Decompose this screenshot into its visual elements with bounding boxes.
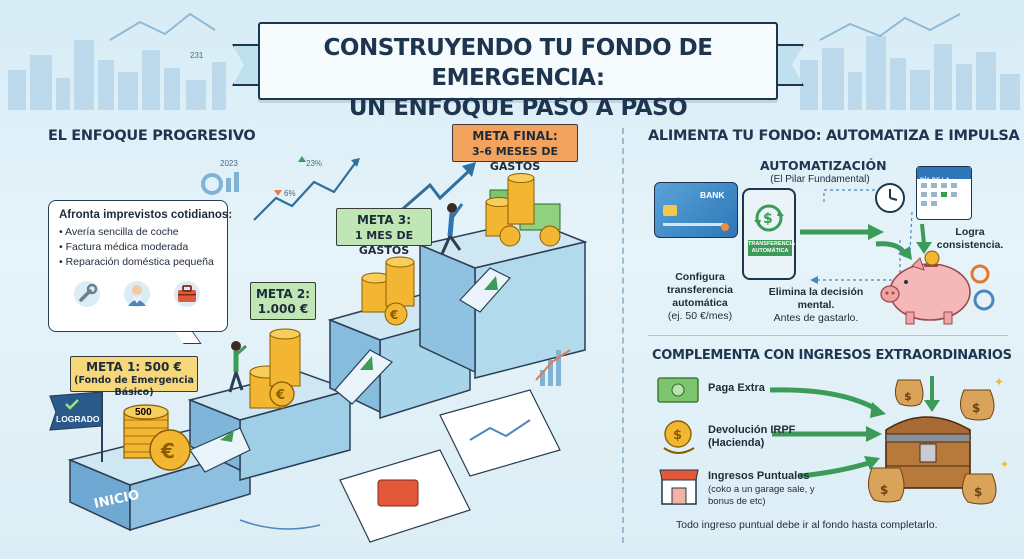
meta-2-subtitle: 1.000 € (257, 302, 309, 316)
svg-text:$: $ (972, 401, 980, 415)
staircase-illustration: LOGRADO INICIO 500 € € € (49, 162, 588, 543)
callout-item: Reparación doméstica pequeña (59, 255, 217, 270)
svg-text:€: € (160, 439, 175, 463)
store-icon (659, 469, 699, 505)
svg-text:€: € (389, 308, 398, 322)
mini-growth-chart: 2023 23% 6% (201, 156, 360, 221)
callout-list: Avería sencilla de coche Factura médica … (59, 225, 217, 270)
extra-item-label: Ingresos Puntuales (708, 470, 810, 482)
euro-coin-icon (499, 225, 521, 247)
left-section-heading: EL ENFOQUE PROGRESIVO (48, 128, 256, 144)
money-bag-icon: $ (894, 379, 924, 407)
flag-label: LOGRADO (56, 414, 100, 424)
coin-stack-meta-1: 500 € (123, 404, 191, 471)
banknote-icon (657, 377, 699, 403)
meta-2-tag: META 2: 1.000 € (250, 282, 316, 320)
clock-icon (875, 183, 905, 213)
coin-stack-meta-2: € (249, 328, 301, 409)
callout-title: Afronta imprevistos cotidianos: (59, 209, 233, 221)
svg-text:✦: ✦ (994, 375, 1004, 389)
page-title-line-1: CONSTRUYENDO TU FONDO DE EMERGENCIA: (323, 35, 713, 91)
bank-card-label: BANK (700, 190, 725, 200)
meta-1-title: META 1: 500 € (86, 360, 182, 374)
mini-chart-up: 23% (306, 159, 322, 168)
meta-3-tag: META 3: 1 MES DE GASTOS (336, 208, 432, 257)
extra-item-label: Devolución IRPF (Hacienda) (708, 424, 796, 449)
toolbox-icon (173, 280, 201, 308)
calendar-icon: DÍA DE LA NÓMINA (916, 166, 972, 220)
euro-coin-icon (269, 381, 295, 407)
step-1-title: Configura transferencia automática (667, 271, 733, 309)
automation-title: AUTOMATIZACIÓN (760, 158, 887, 173)
documents-decoration (239, 349, 571, 543)
svg-text:$: $ (904, 390, 912, 403)
mini-chart-year: 2023 (220, 159, 238, 168)
wrench-icon (73, 280, 101, 308)
automation-flow-arrows (800, 183, 932, 284)
coin-500-label: 500 (135, 407, 152, 418)
callout-item: Avería sencilla de coche (59, 225, 217, 240)
svg-text:✦: ✦ (1000, 459, 1009, 471)
section-divider (622, 128, 624, 543)
meta-final-subtitle: 3-6 MESES DE GASTOS (472, 145, 558, 173)
money-pile-final (485, 173, 561, 247)
mini-chart-down: 6% (284, 189, 296, 198)
meta-3-title: META 3: (356, 213, 411, 227)
svg-text:$: $ (673, 428, 682, 443)
meta-final-title: META FINAL: (472, 129, 558, 143)
automation-subtitle: (El Pilar Fundamental) (770, 174, 870, 185)
step-2-note: Antes de gastarlo. (773, 312, 859, 324)
expenses-callout: Afronta imprevistos cotidianos: Avería s… (48, 200, 233, 332)
right-horizontal-divider (648, 335, 1008, 336)
meta-2-title: META 2: (255, 287, 310, 301)
extra-item-label: Paga Extra (708, 382, 765, 394)
bank-card-icon (654, 182, 738, 238)
svg-text:$: $ (763, 211, 773, 227)
coin-stack-meta-3: € (361, 256, 415, 326)
meta-1-subtitle: (Fondo de Emergencia Básico) (74, 375, 194, 398)
skyline-chart-number: 231 (190, 51, 204, 60)
climber-figure-1 (228, 341, 248, 393)
right-section-heading: ALIMENTA TU FONDO: AUTOMATIZA E IMPULSA (648, 128, 1020, 144)
phone-screen-label: TRANSFERENCIA AUTOMÁTICA (748, 240, 796, 256)
step-3-title: Logra consistencia. (936, 226, 1004, 251)
skyline-background: 231 (8, 12, 1020, 110)
meta-final-tag: META FINAL: 3-6 MESES DE GASTOS (452, 124, 578, 173)
extra-item-note: (coko a un garage sale, y bonus de etc) (708, 484, 815, 507)
gear-icon (970, 264, 990, 284)
donut-icon (201, 173, 223, 195)
page-title-line-2: UN ENFOQUE PASO A PASO (348, 95, 688, 121)
money-bag-icon: $ (960, 389, 995, 421)
svg-text:€: € (275, 388, 285, 403)
meta-3-subtitle: 1 MES DE GASTOS (354, 229, 414, 257)
doctor-icon (123, 280, 151, 308)
money-bag-icon: $ (962, 473, 997, 505)
callout-icons (59, 280, 217, 308)
step-1-note: (ej. 50 €/mes) (667, 310, 733, 322)
euro-coin-icon (149, 429, 191, 471)
euro-coin-icon (384, 302, 408, 326)
climber-figure-2 (440, 203, 464, 255)
euro-coin-icon (539, 225, 561, 247)
money-bag-icon: $ (868, 467, 905, 503)
piggy-bank-icon (880, 250, 995, 325)
extra-income-flow: $ $ $ $ $ ✦ ✦ (657, 375, 1009, 505)
euro-coin-icon (924, 250, 940, 266)
svg-text:$: $ (880, 483, 888, 497)
title-banner: CONSTRUYENDO TU FONDO DE EMERGENCIA: UN … (258, 22, 778, 121)
calendar-label: DÍA DE LA NÓMINA (920, 178, 950, 202)
extra-footer-note: Todo ingreso puntual debe ir al fondo ha… (676, 519, 938, 531)
callout-item: Factura médica moderada (59, 240, 217, 255)
meta-1-tag: META 1: 500 € (Fondo de Emergencia Básic… (70, 356, 198, 398)
extra-income-heading: COMPLEMENTA CON INGRESOS EXTRAORDINARIOS (652, 348, 1012, 363)
tax-refund-coin-icon: $ (663, 420, 695, 454)
logrado-flag (49, 391, 103, 431)
svg-text:$: $ (974, 485, 982, 499)
step-2-title: Elimina la decisión mental. (768, 286, 864, 311)
toolbox-icon (377, 479, 419, 507)
gear-icon (973, 289, 995, 311)
phone-icon: $ (742, 188, 796, 280)
